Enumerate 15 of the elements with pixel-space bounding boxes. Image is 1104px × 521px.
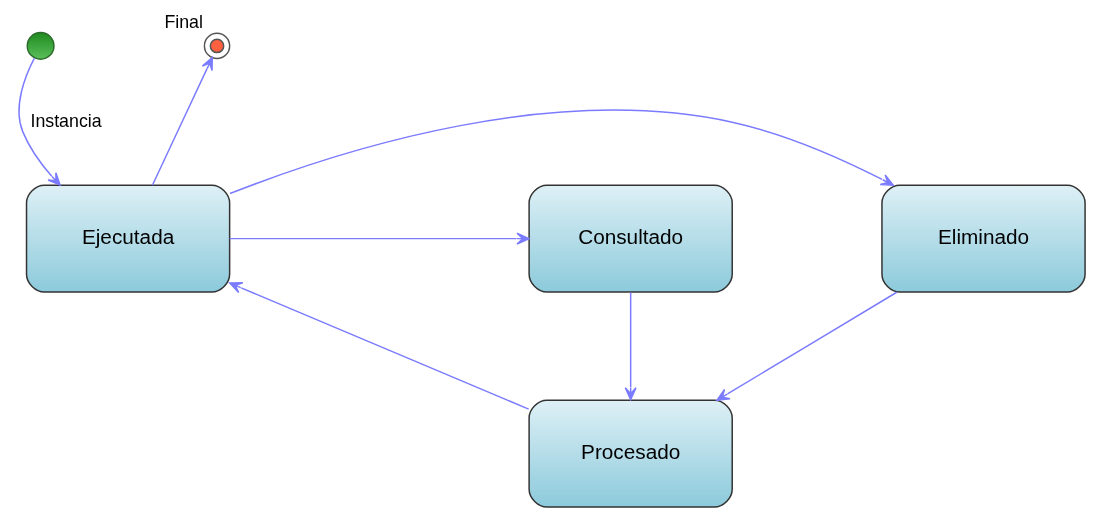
arrow <box>229 109 894 195</box>
arrow <box>624 291 637 401</box>
arrow <box>228 232 530 245</box>
node-box: Procesado <box>528 399 733 508</box>
node-box: Consultado <box>528 184 733 293</box>
arrow <box>151 56 213 186</box>
node-box: Ejecutada <box>25 184 231 293</box>
edge-label: Instancia <box>30 110 102 131</box>
node-box: Eliminado <box>881 184 1086 293</box>
arrow <box>229 281 530 410</box>
arrow <box>716 291 898 401</box>
arrow <box>18 57 61 186</box>
node-circle <box>26 31 55 60</box>
node-circle <box>203 32 231 60</box>
node-label: Final <box>164 12 203 33</box>
